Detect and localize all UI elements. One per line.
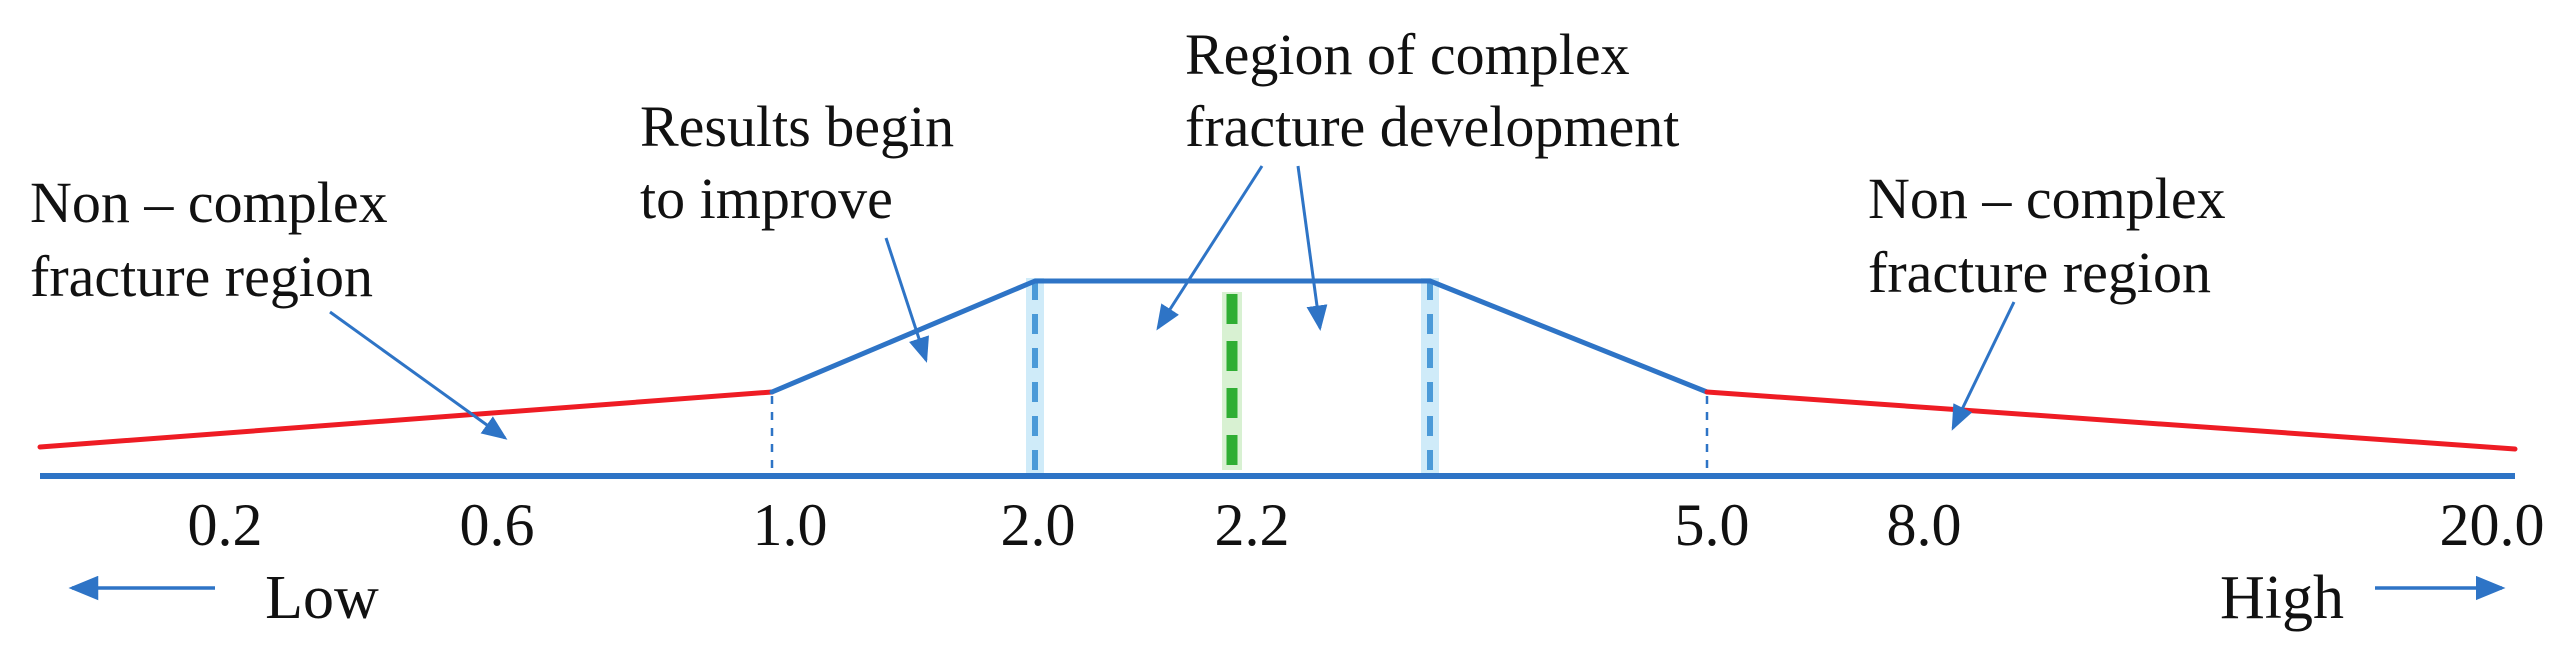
tick-label-1-0: 1.0 (753, 492, 828, 558)
arrow-results-improve (884, 237, 929, 363)
annotation-left-region-line2: fracture region (30, 244, 373, 309)
arrow-complex-left (1156, 165, 1264, 331)
tick-label-0-2: 0.2 (188, 492, 263, 558)
non-complex-right-line (1704, 389, 2518, 452)
annotation-complex-line2: fracture development (1185, 94, 1679, 159)
annotation-right-region-line2: fracture region (1868, 240, 2211, 305)
non-complex-left-line (37, 389, 775, 450)
complex-region-curve (769, 278, 1710, 395)
arrow-right-region (1951, 301, 2016, 431)
annotation-results-line1: Results begin (640, 94, 954, 159)
arrow-complex-right (1296, 165, 1328, 331)
arrow-left-region (329, 310, 508, 440)
tick-label-8-0: 8.0 (1887, 492, 1962, 558)
tick-label-20-0: 20.0 (2440, 492, 2545, 558)
tick-label-2-2: 2.2 (1215, 492, 1290, 558)
low-label: Low (265, 564, 379, 632)
high-label: High (2220, 564, 2344, 632)
annotation-results-line2: to improve (640, 166, 893, 231)
tick-label-0-6: 0.6 (460, 492, 535, 558)
annotation-complex-line1: Region of complex (1185, 22, 1630, 87)
annotation-right-region-line1: Non – complex (1868, 166, 2226, 231)
annotation-left-region-line1: Non – complex (30, 170, 388, 235)
tick-label-5-0: 5.0 (1675, 492, 1750, 558)
tick-label-2-0: 2.0 (1001, 492, 1076, 558)
